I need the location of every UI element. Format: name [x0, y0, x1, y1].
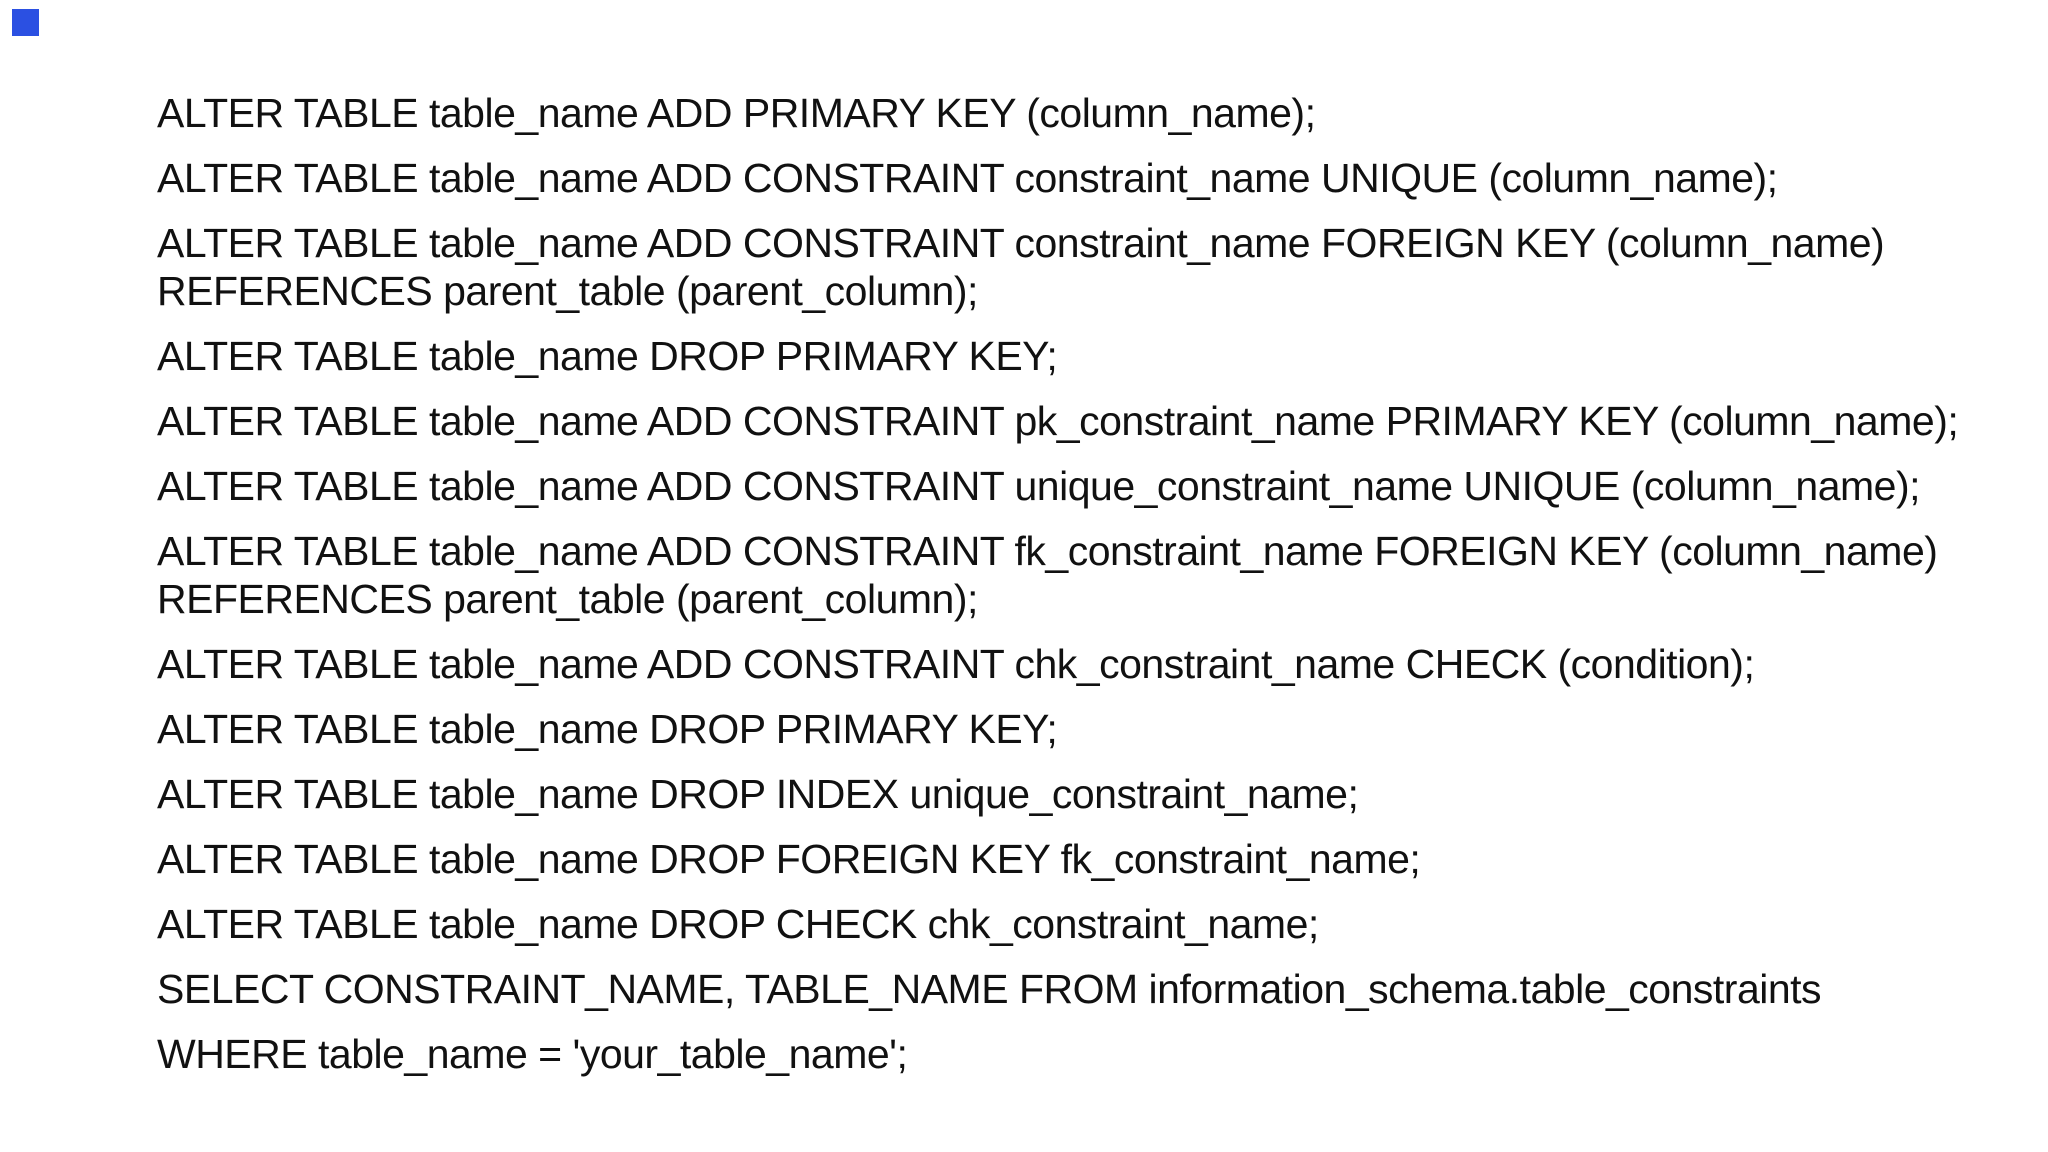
sql-line-continuation: REFERENCES parent_table (parent_column);	[157, 576, 978, 622]
blue-marker-square	[12, 9, 39, 36]
sql-line: SELECT CONSTRAINT_NAME, TABLE_NAME FROM …	[157, 966, 1822, 1012]
sql-line: ALTER TABLE table_name DROP PRIMARY KEY;	[157, 706, 1058, 752]
sql-line: ALTER TABLE table_name ADD CONSTRAINT pk…	[157, 398, 1959, 444]
sql-line-continuation: REFERENCES parent_table (parent_column);	[157, 268, 978, 314]
sql-line: ALTER TABLE table_name ADD CONSTRAINT un…	[157, 463, 1921, 509]
sql-line: ALTER TABLE table_name ADD CONSTRAINT co…	[157, 220, 1885, 266]
sql-line: ALTER TABLE table_name DROP INDEX unique…	[157, 771, 1359, 817]
sql-line: ALTER TABLE table_name ADD CONSTRAINT ch…	[157, 641, 1755, 687]
sql-code-block: ALTER TABLE table_name ADD PRIMARY KEY (…	[157, 89, 2008, 1078]
sql-line: ALTER TABLE table_name DROP FOREIGN KEY …	[157, 836, 1421, 882]
sql-line: ALTER TABLE table_name ADD PRIMARY KEY (…	[157, 90, 1316, 136]
sql-line: ALTER TABLE table_name DROP PRIMARY KEY;	[157, 333, 1058, 379]
sql-line: ALTER TABLE table_name ADD CONSTRAINT fk…	[157, 528, 1938, 574]
sql-line: ALTER TABLE table_name ADD CONSTRAINT co…	[157, 155, 1778, 201]
sql-line: ALTER TABLE table_name DROP CHECK chk_co…	[157, 901, 1319, 947]
sql-line: WHERE table_name = 'your_table_name';	[157, 1031, 908, 1077]
